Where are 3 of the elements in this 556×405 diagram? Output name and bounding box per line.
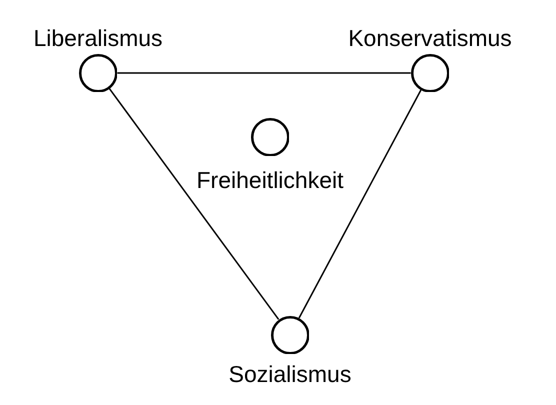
connector-line <box>117 72 411 74</box>
connector-line <box>298 90 422 318</box>
connector-line <box>108 88 280 320</box>
